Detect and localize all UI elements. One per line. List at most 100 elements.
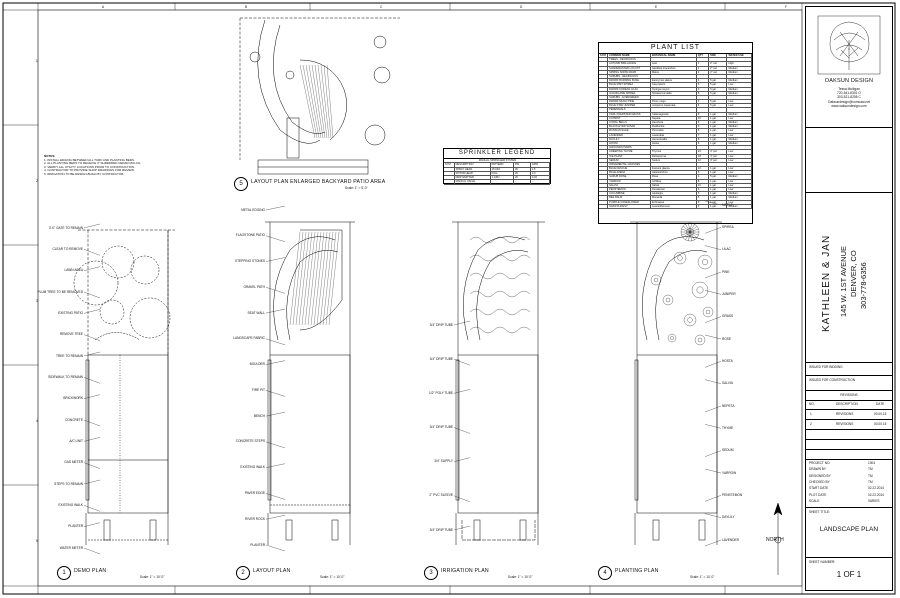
project-field-label: PLOT DATE: [809, 492, 827, 497]
plant-list-cell: [599, 158, 609, 162]
leader-line: [83, 334, 101, 341]
plant-list-row: GROUNDCOVERS: [599, 146, 752, 151]
plan-callout: BRICKWORK: [63, 396, 83, 401]
client-block: KATHLEEN & JAN: [821, 212, 836, 362]
plant-list-cell: Low: [727, 167, 752, 171]
sprinkler-cell: 0.02: [531, 176, 550, 180]
plant-list-cell: Perovskia: [651, 129, 697, 133]
plant-list-cell: Rosa: [651, 175, 697, 179]
leader-line: [704, 450, 722, 457]
plant-list-cell: [599, 95, 609, 100]
leader-line: [453, 525, 471, 531]
grid-number: 2: [36, 179, 38, 183]
leader-line: [83, 547, 101, 555]
plant-list-cell: [599, 133, 609, 137]
firm-contact: Tessa Mulligan 720-541-8301 O 303-521-82…: [806, 87, 892, 108]
plan-callout: LILAC: [722, 247, 731, 252]
sheet-number-label: SHEET NUMBER:: [809, 560, 836, 564]
plant-list-cell: [697, 58, 710, 62]
plant-list-cell: Monarda: [651, 196, 697, 200]
project-field-label: CHECKED BY: [809, 479, 830, 484]
plant-list-cell: HOSTA: [608, 141, 651, 146]
project-field-label: DESIGNED BY: [809, 473, 831, 478]
plant-list-cell: RUSSIAN SAGE: [608, 129, 651, 133]
plan-title: DEMO PLAN: [74, 568, 107, 574]
leader-line: [83, 309, 101, 314]
plant-list-cell: [651, 146, 697, 150]
plant-list-cell: 1 gal.: [709, 112, 728, 116]
leader-line: [265, 205, 286, 211]
sprinkler-cell: 2.0: [531, 171, 550, 176]
project-field-value: TM: [868, 473, 873, 478]
plant-list-cell: 6: [697, 121, 710, 125]
plant-list-cell: 1 gal.: [709, 171, 728, 175]
plan-callout: EXISTING WALK: [240, 465, 265, 470]
plant-list-cell: Low: [727, 133, 752, 137]
client-name: KATHLEEN & JAN: [821, 234, 832, 332]
sprinkler-cell: 1 GPH: [491, 176, 514, 180]
grid-number: 1: [36, 59, 38, 63]
plan-callout: 2" PVC SLEEVE: [429, 493, 453, 498]
plant-list-cell: 1 gal.: [709, 133, 728, 137]
plant-list-cell: [599, 188, 609, 192]
plant-list-cell: YARROW: [608, 179, 651, 183]
plan-callout: LAWN AREA: [64, 268, 83, 273]
plan-scale: Scale: 1" = 5'-0": [345, 186, 368, 190]
plant-list-cell: [599, 183, 609, 187]
plan-callout: HOSTA: [722, 358, 733, 363]
sprinkler-cell: FULL: [491, 171, 514, 176]
leader-line: [83, 462, 101, 469]
plant-list-cell: Medium: [727, 112, 752, 116]
plan-callout: EXISTING WALK: [58, 502, 83, 507]
leader-line: [83, 266, 101, 271]
plant-list-cell: [599, 137, 609, 141]
leader-line: [704, 539, 722, 547]
plant-list-cell: [599, 204, 609, 208]
plant-list-cell: Penstemon: [651, 188, 697, 192]
plant-list-cell: 24: [697, 150, 710, 154]
plan-title: LAYOUT PLAN: [253, 568, 291, 574]
plant-list-cell: Low: [727, 188, 752, 192]
grid-letter: E: [655, 5, 658, 9]
leader-line: [453, 457, 471, 462]
firm-name: OAKSUN DESIGN: [824, 78, 874, 84]
plant-list-cell: [599, 200, 609, 204]
plant-list-cell: 4" pot: [709, 150, 728, 154]
sprinkler-cell: -: [491, 180, 514, 184]
plan-callout: SIDEWALK TO REMAIN: [48, 374, 83, 379]
sprinkler-legend: SPRINKLER LEGEND MANUAL SPRINKLER SYSTEM…: [443, 148, 551, 185]
plant-list-cell: GOLDFLAME SPIREA: [608, 91, 651, 95]
firm-line: www.oaksundesign.com: [831, 103, 867, 108]
plant-list-cell: 5 gal.: [709, 104, 728, 108]
plant-list-row: ORNAMENTAL GRASSES: [599, 162, 752, 168]
plant-list-cell: 5 gal.: [709, 79, 728, 83]
rev-desc: REVISIONS: [836, 422, 854, 426]
plant-list-cell: [599, 108, 609, 112]
plant-list-cell: [727, 146, 752, 150]
plant-list-cell: [599, 83, 609, 87]
plan-callout: SEAT WALL: [247, 310, 265, 315]
plan-scale: Scale: 1" = 10'-0": [690, 575, 715, 579]
plant-list-cell: [727, 108, 752, 112]
plant-list-cell: [599, 58, 609, 62]
firm-line: 303-521-8255 C: [837, 95, 861, 100]
plant-list-row: SHRUBS - DECIDUOUS: [599, 74, 752, 80]
plant-list-cell: 1 gal.: [709, 196, 728, 200]
plan-callout: GAS METER: [64, 460, 83, 465]
plant-list-cell: [599, 74, 609, 79]
plant-list-cell: KARL FOERSTER GRASS: [608, 112, 651, 116]
plant-list-cell: 10: [697, 116, 710, 120]
plant-list-cell: [599, 112, 609, 116]
plan-callout: ROSE: [722, 336, 732, 341]
plan-callout: BOULDER: [249, 362, 265, 367]
sprinkler-cell: 1.5: [531, 167, 550, 171]
plant-list-cell: BLUE AVENA: [608, 171, 651, 175]
plan-callout: CONCRETE: [65, 417, 83, 422]
leader-line: [83, 522, 101, 527]
